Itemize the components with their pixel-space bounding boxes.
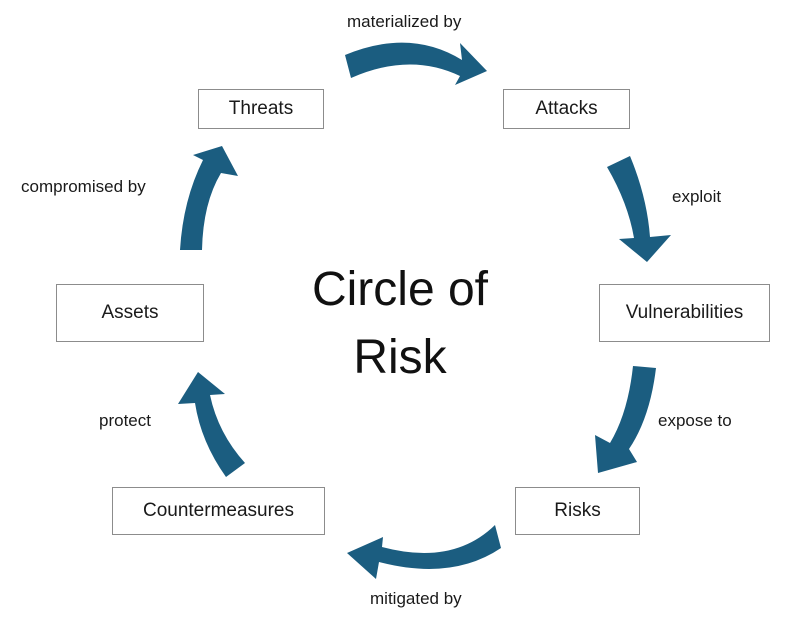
- arrow-attacks-to-vulnerabilities: [607, 156, 671, 262]
- node-threats: Threats: [198, 89, 324, 129]
- label-materialized-by: materialized by: [347, 12, 462, 31]
- label-expose-to: expose to: [658, 411, 732, 430]
- arrow-countermeasures-to-assets: [178, 372, 245, 477]
- node-vulnerabilities: Vulnerabilities: [599, 284, 770, 342]
- arrow-assets-to-threats: [180, 146, 238, 250]
- label-protect: protect: [99, 411, 151, 430]
- title-line-1: Circle of: [311, 263, 489, 316]
- label-compromised-by: compromised by: [21, 177, 146, 196]
- node-countermeasures: Countermeasures: [112, 487, 325, 535]
- node-attacks: Attacks: [503, 89, 630, 129]
- title-line-2: Risk: [353, 331, 447, 384]
- label-exploit: exploit: [672, 187, 722, 206]
- label-mitigated-by: mitigated by: [370, 589, 462, 608]
- arrow-vulnerabilities-to-risks: [595, 366, 656, 473]
- node-risks: Risks: [515, 487, 640, 535]
- arrow-risks-to-countermeasures: [347, 525, 501, 579]
- arrow-threats-to-attacks: [345, 42, 487, 85]
- node-assets: Assets: [56, 284, 204, 342]
